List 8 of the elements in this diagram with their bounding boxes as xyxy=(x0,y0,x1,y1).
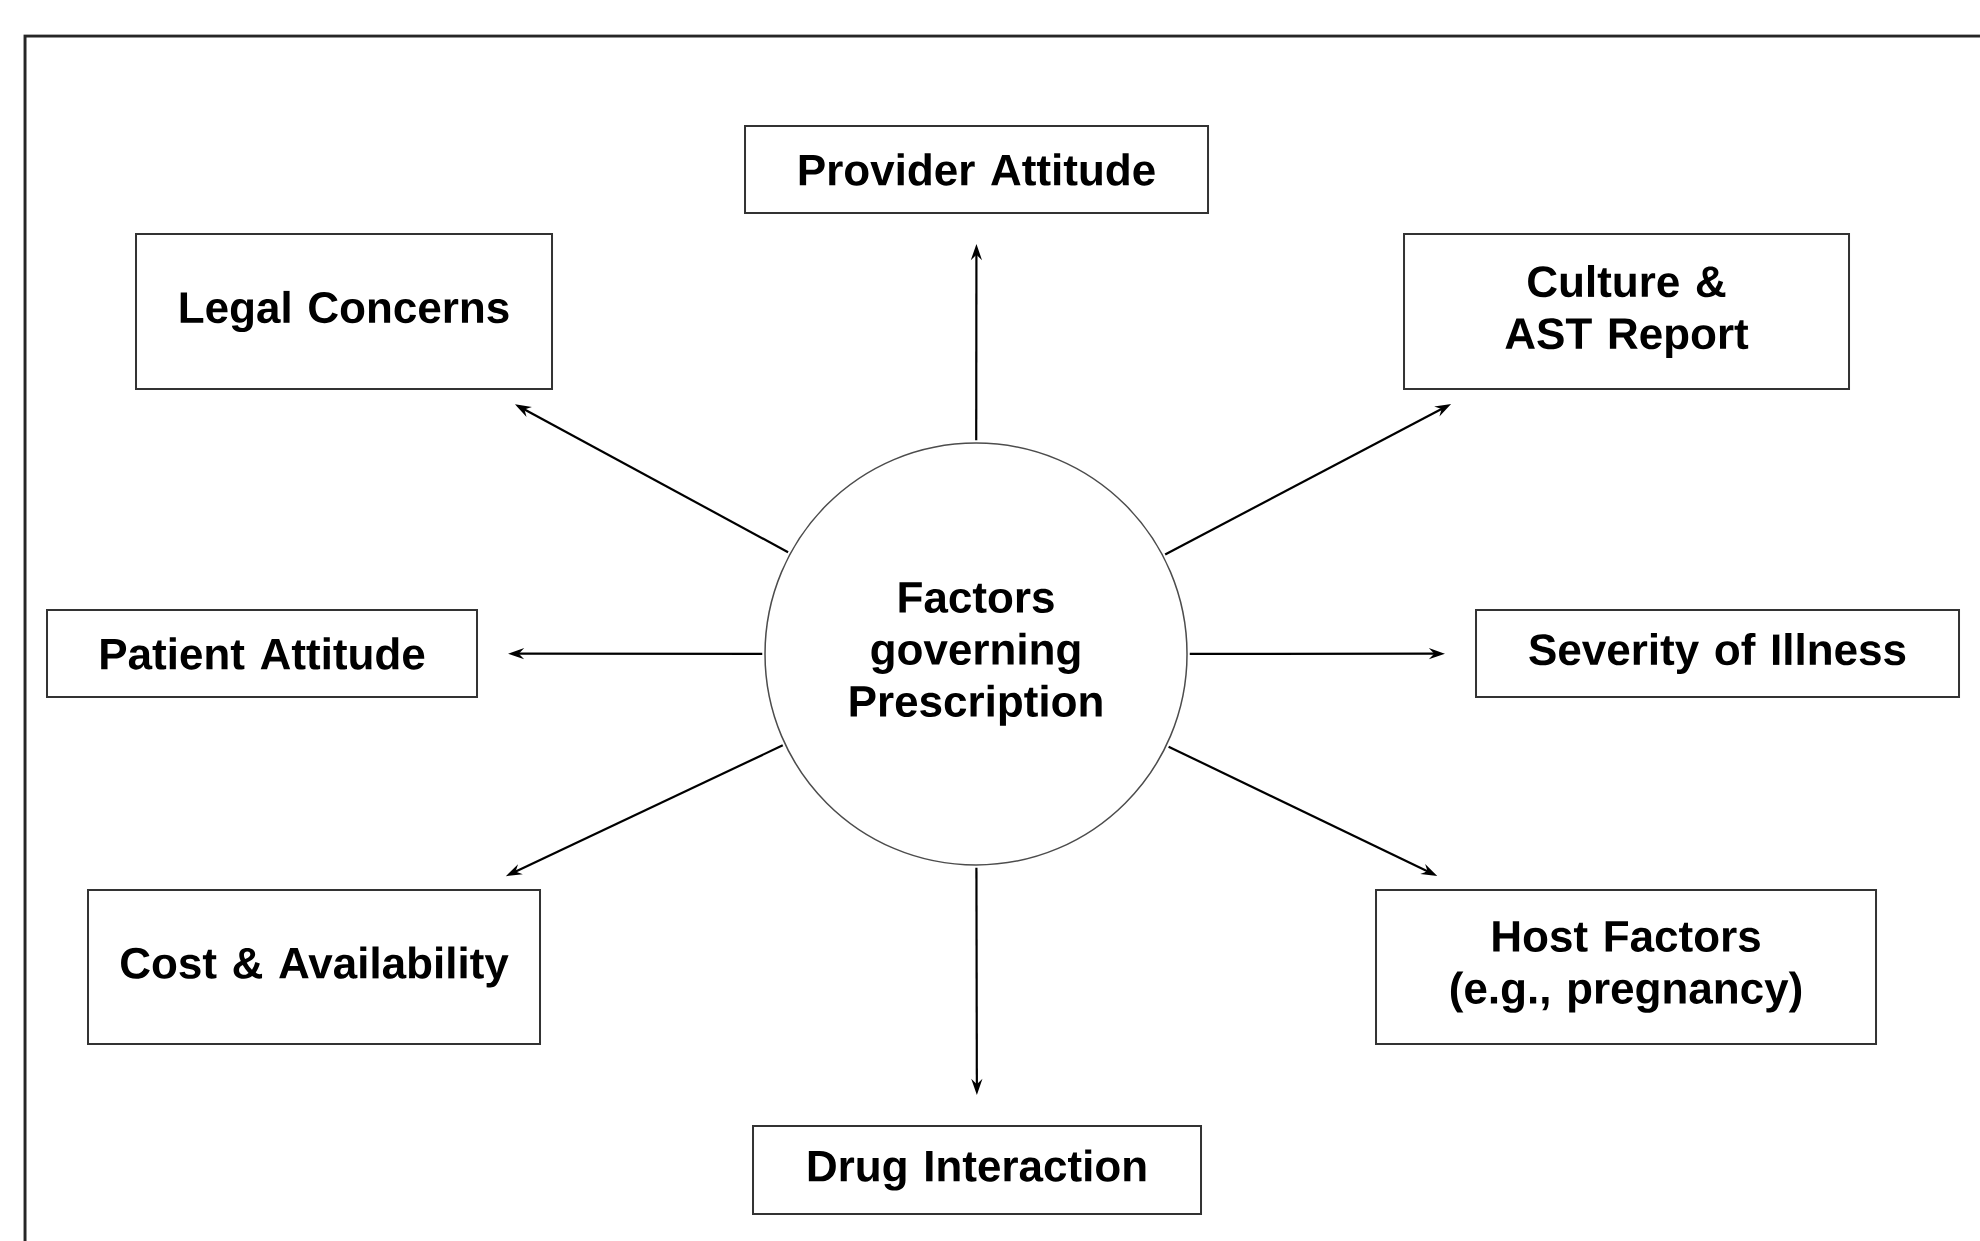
factor-box: Culture & AST Report xyxy=(1403,233,1850,390)
factor-box: Host Factors (e.g., pregnancy) xyxy=(1375,889,1877,1045)
factor-box: Cost & Availability xyxy=(87,889,541,1045)
factor-box: Provider Attitude xyxy=(744,125,1209,214)
factor-box: Severity of Illness xyxy=(1475,609,1960,698)
factor-box: Drug Interaction xyxy=(752,1125,1202,1215)
factor-box: Patient Attitude xyxy=(46,609,478,698)
factor-box: Legal Concerns xyxy=(135,233,553,390)
